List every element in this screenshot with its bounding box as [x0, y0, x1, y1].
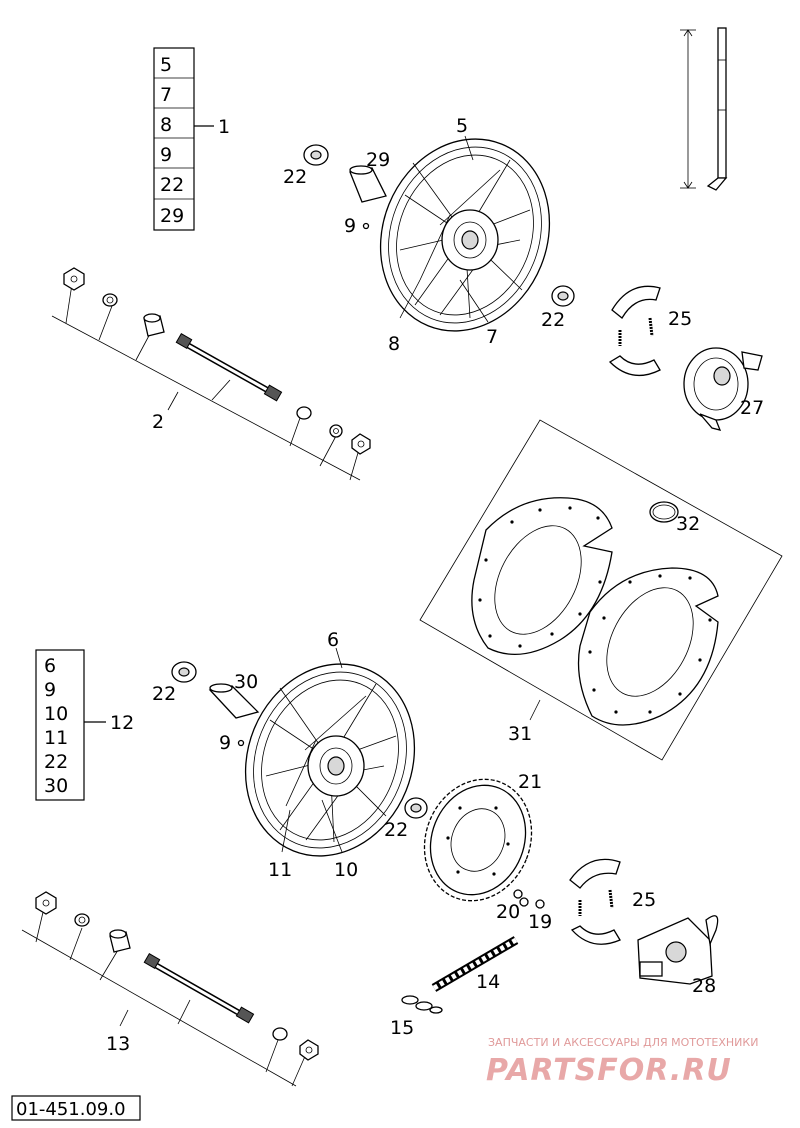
watermark: ЗАПЧАСТИ И АКСЕССУАРЫ ДЛЯ МОТОТЕХНИКИ PA…: [486, 1036, 758, 1088]
front-wheel: 5 8 7: [379, 115, 551, 355]
callout-20: 20: [496, 901, 520, 923]
rear-set-item-3: 10: [44, 703, 68, 725]
drawing-code-box: 01-451.09.0: [11, 1095, 141, 1121]
rear-wheel-set-box: 6 9 10 11 22 30 12: [35, 649, 134, 801]
rear-valve: 9: [219, 732, 245, 754]
callout-30: 30: [234, 671, 258, 693]
rear-brake-plate: 28: [637, 915, 719, 997]
callout-10: 10: [334, 859, 358, 881]
front-set-item-2: 7: [160, 84, 172, 106]
front-set-item-6: 29: [160, 205, 184, 227]
watermark-brand: PARTSFOR.RU: [486, 1053, 732, 1088]
front-set-item-1: 5: [160, 54, 172, 76]
callout-22-front-left: 22: [283, 166, 307, 188]
callout-6: 6: [327, 629, 339, 651]
front-set-ref: 1: [218, 116, 230, 138]
callout-32: 32: [676, 513, 700, 535]
rear-set-item-5: 22: [44, 751, 68, 773]
callout-7: 7: [486, 326, 498, 348]
callout-31: 31: [508, 723, 532, 745]
rear-sprocket: 21: [423, 771, 542, 902]
callout-5: 5: [456, 115, 468, 137]
callout-19: 19: [528, 911, 552, 933]
callout-9-rear: 9: [219, 732, 231, 754]
callout-22-rear-left: 22: [152, 683, 176, 705]
callout-13: 13: [106, 1033, 130, 1055]
drawing-code: 01-451.09.0: [16, 1099, 126, 1120]
front-set-item-5: 22: [160, 174, 184, 196]
front-set-item-3: 8: [160, 114, 172, 136]
front-brake-shoes: 25: [608, 285, 692, 377]
front-wheel-set-box: 5 7 8 9 22 29 1: [153, 47, 230, 231]
front-axle-assembly: 2: [51, 267, 371, 481]
rear-brake-shoes: 25: [569, 858, 656, 945]
drive-chain: 14: [431, 936, 519, 993]
rear-wheel: 6 11 10: [244, 629, 416, 881]
damper-group: 32 31: [419, 419, 783, 761]
rear-bearing-left: 22: [152, 661, 197, 705]
rear-set-ref: 12: [110, 712, 134, 734]
sprocket-bolt-19: 19: [528, 899, 552, 933]
rear-set-item-4: 11: [44, 727, 68, 749]
callout-11: 11: [268, 859, 292, 881]
front-bearing-left: 22: [283, 144, 329, 188]
front-spacer: 29: [349, 149, 390, 203]
front-bearing-right: 22: [541, 285, 575, 331]
callout-29: 29: [366, 149, 390, 171]
rear-set-item-2: 9: [44, 679, 56, 701]
spoke-tool: [680, 27, 728, 191]
sprocket-nut-20: 20: [496, 889, 529, 923]
front-set-item-4: 9: [160, 144, 172, 166]
callout-14: 14: [476, 971, 500, 993]
callout-21: 21: [518, 771, 542, 793]
watermark-tagline: ЗАПЧАСТИ И АКСЕССУАРЫ ДЛЯ МОТОТЕХНИКИ: [488, 1036, 758, 1049]
rear-spacer: 30: [208, 671, 260, 719]
callout-25-rear: 25: [632, 889, 656, 911]
callout-8: 8: [388, 333, 400, 355]
rear-bearing-right: 22: [384, 797, 428, 841]
rear-set-item-1: 6: [44, 655, 56, 677]
callout-22-rear-right: 22: [384, 819, 408, 841]
callout-15: 15: [390, 1017, 414, 1039]
callout-22-front-right: 22: [541, 309, 565, 331]
callout-2: 2: [152, 411, 164, 433]
front-brake-plate: 27: [683, 347, 764, 431]
callout-25-front: 25: [668, 308, 692, 330]
rear-set-item-6: 30: [44, 775, 68, 797]
chain-master-link: 15: [390, 995, 443, 1039]
callout-9-front: 9: [344, 215, 356, 237]
front-valve: 9: [344, 215, 370, 237]
rear-axle-assembly: 13: [21, 891, 319, 1087]
callout-27: 27: [740, 397, 764, 419]
callout-28: 28: [692, 975, 716, 997]
